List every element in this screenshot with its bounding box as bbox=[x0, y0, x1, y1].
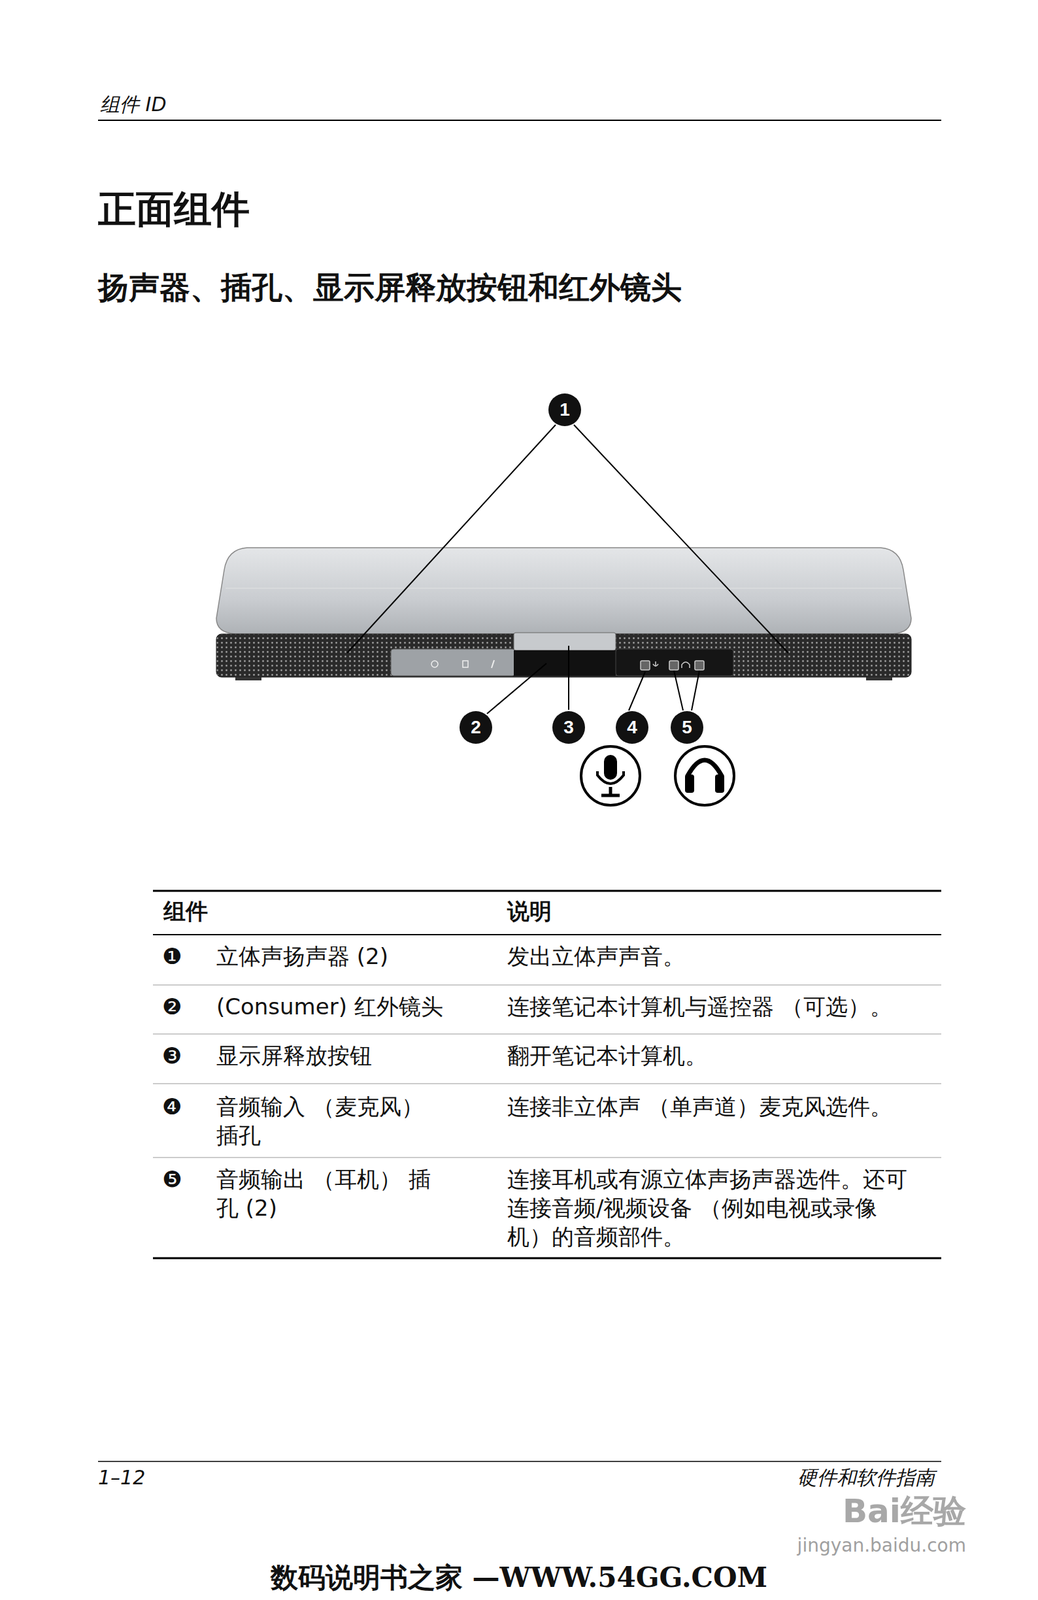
leader-lines bbox=[347, 424, 789, 714]
watermark-url: jingyan.baidu.com bbox=[797, 1534, 967, 1558]
page-rules bbox=[98, 120, 942, 1462]
row-number: ❹ bbox=[162, 1092, 182, 1122]
component-description: 翻开笔记本计算机。 bbox=[507, 1041, 708, 1071]
page-title: 正面组件 bbox=[98, 185, 250, 233]
component-description: 发出立体声声音。 bbox=[507, 941, 686, 971]
component-name: 立体声扬声器 (2) bbox=[216, 941, 389, 971]
row-number: ❶ bbox=[162, 941, 182, 971]
laptop-front bbox=[216, 547, 912, 681]
callout-number: 2 bbox=[470, 718, 482, 737]
headphone-icon bbox=[675, 746, 735, 806]
callout-number: 3 bbox=[563, 718, 574, 737]
callout-circle: 2 bbox=[459, 711, 493, 744]
callout-number: 4 bbox=[626, 718, 638, 737]
watermark-logo: Bai经验 bbox=[842, 1492, 967, 1531]
callout-number: 5 bbox=[681, 718, 693, 737]
component-description: 连接非立体声 （单声道）麦克风选件。 bbox=[507, 1092, 933, 1122]
component-name: 音频输入 （麦克风） 插孔 bbox=[216, 1092, 433, 1150]
callout-circle: 3 bbox=[552, 711, 586, 744]
row-number: ❸ bbox=[162, 1041, 182, 1071]
callout-circle: 1 bbox=[548, 393, 582, 427]
component-description: 连接耳机或有源立体声扬声器选件。还可 连接音频/视频设备 （例如电视或录像 机）… bbox=[507, 1164, 916, 1252]
table-header: 说明 bbox=[507, 896, 552, 926]
callout-circle: 5 bbox=[670, 711, 704, 744]
callout-number: 1 bbox=[559, 400, 570, 419]
section-heading: 扬声器、插孔、显示屏释放按钮和红外镜头 bbox=[98, 267, 682, 308]
running-header: 组件 ID bbox=[100, 91, 167, 118]
component-description: 连接笔记本计算机与遥控器 （可选）。 bbox=[507, 992, 933, 1022]
component-name: 显示屏释放按钮 bbox=[216, 1041, 372, 1071]
page-number: 1–12 bbox=[98, 1464, 146, 1491]
footer-title: 硬件和软件指南 bbox=[797, 1464, 935, 1491]
microphone-icon bbox=[581, 746, 640, 806]
callout-circle: 4 bbox=[615, 711, 649, 744]
table-header: 组件 bbox=[163, 896, 208, 926]
site-watermark: 数码说明书之家 —WWW.54GG.COM bbox=[270, 1561, 768, 1595]
component-name: 音频输出 （耳机） 插孔 (2) bbox=[216, 1164, 433, 1223]
component-name: (Consumer) 红外镜头 bbox=[216, 992, 444, 1022]
row-number: ❺ bbox=[162, 1164, 182, 1194]
row-number: ❷ bbox=[162, 992, 182, 1022]
